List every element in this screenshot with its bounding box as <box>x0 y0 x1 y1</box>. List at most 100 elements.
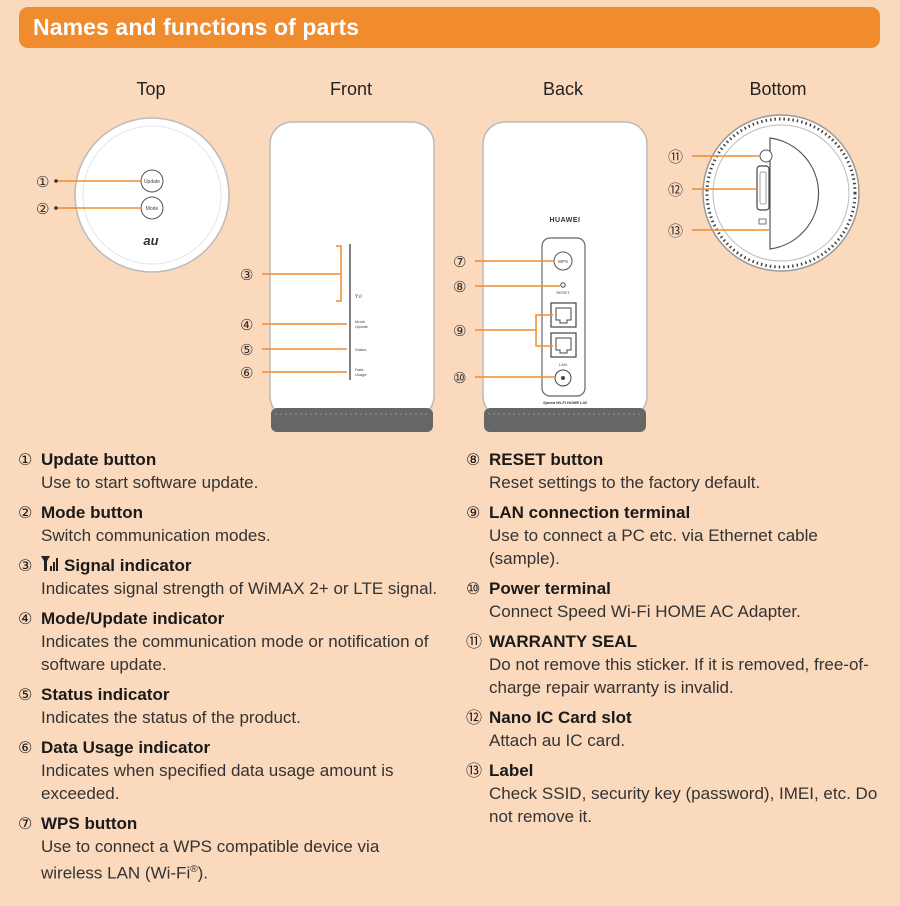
huawei-logo: HUAWEI <box>550 217 581 224</box>
callout-1: ① <box>36 173 49 191</box>
part-item: ⑪ WARRANTY SEAL Do not remove this sticker… <box>466 630 886 699</box>
back-view: HUAWEI WPS RESET LAN Speed Wi-Fi HOME L0… <box>453 121 648 432</box>
part-description: Indicates the communication mode or noti… <box>41 632 429 674</box>
callout-10: ⑩ <box>453 369 466 387</box>
part-number: ② <box>18 503 33 522</box>
part-heading: ⑬ Label <box>466 759 886 782</box>
part-description: Reset settings to the factory default. <box>489 473 761 492</box>
callout-7: ⑦ <box>453 253 466 271</box>
au-logo: au <box>143 233 158 248</box>
part-number: ① <box>18 450 33 469</box>
wps-button-label: WPS <box>558 259 568 264</box>
part-description: Use to connect a PC etc. via Ethernet ca… <box>489 526 818 568</box>
part-description: Indicates signal strength of WiMAX 2+ or… <box>41 579 438 598</box>
part-name: Mode button <box>41 503 143 522</box>
top-view: Update Mode au ① ② <box>36 117 230 273</box>
part-heading: ⑧ RESET button <box>466 448 886 471</box>
part-heading: ⑥ Data Usage indicator <box>18 736 438 759</box>
part-name: WPS button <box>41 814 138 833</box>
part-number: ④ <box>18 609 33 628</box>
callout-4: ④ <box>240 316 253 334</box>
front-view: Y.ıl Mode Update Status Data Usage ③ ④ ⑤… <box>240 121 435 432</box>
view-label-front: Front <box>329 79 373 99</box>
part-heading: ④ Mode/Update indicator <box>18 607 438 630</box>
part-description: Indicates the status of the product. <box>41 708 301 727</box>
part-description: Use to connect a WPS compatible device v… <box>41 837 380 883</box>
part-name: Status indicator <box>41 685 170 704</box>
view-label-bottom: Bottom <box>749 79 807 99</box>
mode-button-label: Mode <box>146 206 159 212</box>
part-number: ⑩ <box>466 579 481 598</box>
part-number: ⑬ <box>466 761 483 780</box>
part-heading: ① Update button <box>18 448 438 471</box>
part-name: RESET button <box>489 450 604 469</box>
part-number: ⑪ <box>466 632 483 651</box>
view-label-top: Top <box>136 79 166 99</box>
model-label: Speed Wi-Fi HOME L02 <box>543 400 588 405</box>
reset-button[interactable] <box>560 282 566 288</box>
part-description: Check SSID, security key (password), IME… <box>489 784 878 826</box>
part-heading: ② Mode button <box>18 501 438 524</box>
bottom-view: ⑪ ⑫ ⑬ <box>668 114 860 272</box>
part-number: ⑧ <box>466 450 481 469</box>
callout-8: ⑧ <box>453 278 466 296</box>
section-banner: Names and functions of parts <box>19 7 880 48</box>
callout-2: ② <box>36 200 49 218</box>
callout-11: ⑪ <box>668 148 683 166</box>
part-name: WARRANTY SEAL <box>489 632 637 651</box>
device-illustration: Update Mode au ① ② Y.ıl Mode Update Stat… <box>36 114 860 432</box>
part-description: Use to start software update. <box>41 473 259 492</box>
part-description: Indicates when specified data usage amou… <box>41 761 394 803</box>
nano-ic-card-slot[interactable] <box>756 165 770 211</box>
callout-5: ⑤ <box>240 341 253 359</box>
part-heading: ③ Signal indicator <box>18 554 438 577</box>
lan-label: LAN <box>559 362 567 367</box>
part-name: Signal indicator <box>64 556 192 575</box>
part-number: ⑥ <box>18 738 33 757</box>
callout-13: ⑬ <box>668 222 683 240</box>
part-heading: ⑦ WPS button <box>18 812 438 835</box>
data-indicator-label-1: Data <box>355 367 364 372</box>
callout-6: ⑥ <box>240 364 253 382</box>
part-name: Mode/Update indicator <box>41 609 225 628</box>
part-name: Data Usage indicator <box>41 738 211 757</box>
part-name: Label <box>489 761 534 780</box>
signal-indicator-label: Y.ıl <box>355 294 362 300</box>
part-number: ⑫ <box>466 708 483 727</box>
part-description: Connect Speed Wi-Fi HOME AC Adapter. <box>489 602 801 621</box>
part-number: ⑨ <box>466 503 481 522</box>
part-description: Do not remove this sticker. If it is rem… <box>489 655 869 697</box>
callout-3: ③ <box>240 266 253 284</box>
part-name: Nano IC Card slot <box>489 708 632 727</box>
part-heading: ⑫ Nano IC Card slot <box>466 706 886 729</box>
part-description: Switch communication modes. <box>41 526 271 545</box>
status-indicator-label: Status <box>355 347 366 352</box>
bottom-panel <box>769 137 820 250</box>
signal-icon <box>41 556 58 571</box>
part-number: ⑦ <box>18 814 33 833</box>
part-number: ③ <box>18 556 33 575</box>
part-name: Update button <box>41 450 157 469</box>
page-title: Names and functions of parts <box>33 14 360 40</box>
mode-indicator-label-1: Mode <box>355 319 366 324</box>
callout-9: ⑨ <box>453 322 466 340</box>
label-sticker <box>758 218 767 225</box>
part-description: Attach au IC card. <box>489 731 626 750</box>
part-name: Power terminal <box>489 579 611 598</box>
part-heading: ⑪ WARRANTY SEAL <box>466 630 886 653</box>
